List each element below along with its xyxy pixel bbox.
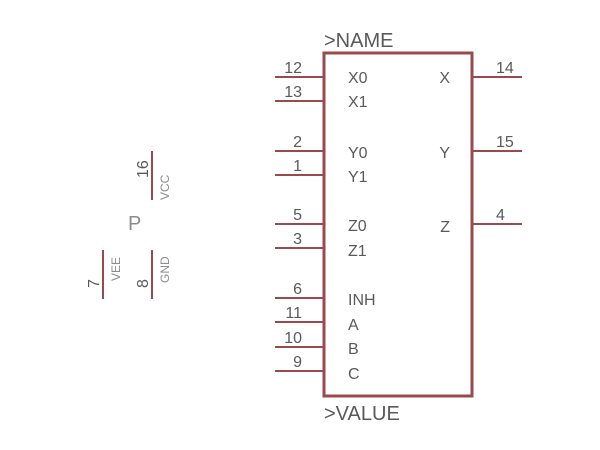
- left-pin-9: 9 C: [275, 354, 360, 383]
- right-pin-4: 4 Z: [440, 207, 522, 236]
- pin-number: 14: [496, 60, 514, 77]
- pin-number: 9: [293, 354, 302, 371]
- pin-label: INH: [348, 292, 376, 309]
- left-pin-10: 10 B: [275, 330, 359, 358]
- pin-label: B: [348, 341, 359, 358]
- pin-number: 2: [293, 134, 302, 151]
- pin-number: 10: [284, 330, 302, 347]
- pin-label: Z: [440, 219, 450, 236]
- power-pins: P 16 VCC 7 VEE 8 GND: [86, 151, 172, 299]
- pin-label: Z1: [348, 243, 367, 260]
- pin-label: Y: [439, 145, 450, 162]
- pin-number: 5: [293, 207, 302, 224]
- pin-label: Y0: [348, 145, 368, 162]
- pin-label: C: [348, 366, 360, 383]
- pin-label: X1: [348, 94, 368, 111]
- pin-label: Z0: [348, 218, 367, 235]
- left-pin-6: 6 INH: [275, 281, 376, 309]
- value-label: >VALUE: [324, 403, 400, 425]
- left-pin-3: 3 Z1: [275, 231, 367, 260]
- pin-number: 6: [293, 281, 302, 298]
- pin-number: 3: [293, 231, 302, 248]
- pin-number: 1: [293, 158, 302, 175]
- pin-label: A: [348, 317, 359, 334]
- vee-pin-label: VEE: [109, 257, 123, 281]
- power-part-label: P: [128, 213, 141, 235]
- pin-number: 4: [496, 207, 505, 224]
- vcc-pin-number: 16: [135, 160, 152, 178]
- pin-number: 11: [285, 305, 302, 322]
- pin-number: 12: [284, 60, 302, 77]
- left-pin-12: 12 X0: [275, 60, 368, 87]
- right-pin-14: 14 X: [439, 60, 522, 87]
- left-pin-5: 5 Z0: [275, 207, 367, 235]
- right-pin-15: 15 Y: [439, 134, 522, 162]
- pin-label: Y1: [348, 169, 368, 186]
- pin-label: X0: [348, 70, 368, 87]
- vcc-pin-label: VCC: [158, 174, 172, 200]
- pin-number: 15: [496, 134, 514, 151]
- left-pin-1: 1 Y1: [275, 158, 368, 186]
- gnd-pin-label: GND: [158, 256, 172, 283]
- name-label: >NAME: [324, 30, 393, 52]
- gnd-pin-number: 8: [135, 279, 152, 288]
- pin-number: 13: [284, 84, 302, 101]
- left-pin-2: 2 Y0: [275, 134, 368, 162]
- pin-label: X: [439, 70, 450, 87]
- left-pin-11: 11 A: [275, 305, 359, 334]
- vee-pin-number: 7: [86, 279, 103, 288]
- left-pin-13: 13 X1: [275, 84, 368, 111]
